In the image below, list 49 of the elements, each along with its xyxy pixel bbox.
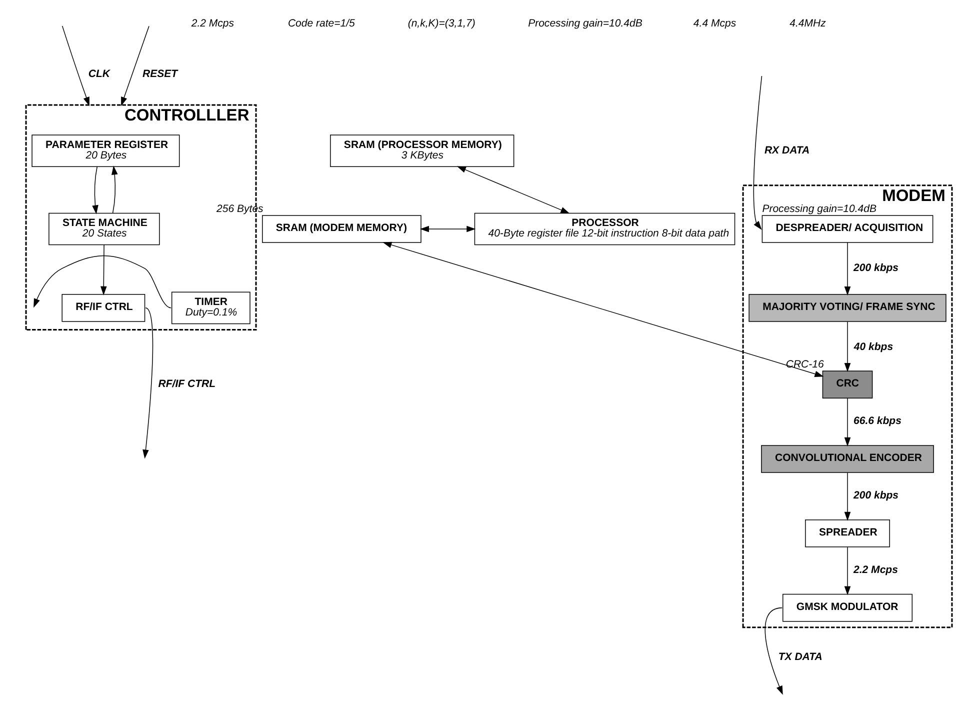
label: 4.4 Mcps	[693, 18, 736, 30]
arrow	[420, 226, 476, 232]
arrow	[121, 26, 150, 106]
edge-label: CLK	[88, 68, 110, 80]
arrow	[844, 321, 851, 372]
arrow	[142, 308, 154, 459]
node-box: CONVOLUTIONAL ENCODER	[761, 445, 934, 473]
node-box: STATE MACHINE 20 States	[48, 212, 160, 246]
node-box: SRAM (PROCESSOR MEMORY) 3 KBytes	[330, 134, 514, 167]
edge-label: 66.6 kbps	[854, 415, 902, 428]
node-label: 256 Bytes	[216, 202, 264, 215]
node-label: CRC-16	[786, 358, 824, 370]
edge-label: 2.2 Mcps	[854, 564, 898, 576]
label: 2.2 Mcps	[191, 18, 234, 30]
edge-label: RESET	[142, 68, 178, 80]
arrow	[92, 166, 98, 214]
arrow	[844, 546, 851, 596]
arrow	[844, 398, 851, 446]
node-box: SPREADER	[805, 520, 890, 548]
arrow	[112, 166, 118, 214]
node-box: PARAMETER REGISTER 20 Bytes	[32, 134, 180, 167]
label: Processing gain=10.4dB	[528, 18, 642, 30]
arrow	[382, 242, 824, 377]
node-box: PROCESSOR 40-Byte register file 12-bit instruction 8-bit data path	[474, 212, 736, 246]
edge-label: TX DATA	[778, 651, 822, 664]
label: (n,k,K)=(3,1,7)	[408, 18, 476, 30]
edge-label: 200 kbps	[854, 490, 899, 502]
node-label: Processing gain=10.4dB	[762, 202, 876, 215]
arrow	[34, 255, 172, 308]
node-box: MAJORITY VOTING/ FRAME SYNC	[748, 294, 946, 322]
edge-label: RX DATA	[764, 144, 810, 156]
edge-label: 200 kbps	[854, 262, 899, 274]
node-box: GMSK MODULATOR	[782, 594, 913, 622]
node-box: DESPREADER/ ACQUISITION	[762, 215, 934, 243]
node-box: TIMER Duty=0.1%	[171, 292, 250, 324]
node-box: RF/IF CTRL	[62, 294, 146, 322]
edge-label: 40 kbps	[854, 340, 894, 353]
arrow	[844, 472, 851, 521]
edge-label: RF/IF CTRL	[158, 378, 216, 390]
label: 4.4MHz	[790, 18, 826, 30]
node-box: CRC	[822, 370, 873, 398]
arrow	[764, 607, 783, 695]
arrow	[844, 242, 851, 296]
arrow	[753, 76, 762, 230]
arrow	[456, 166, 570, 214]
arrow	[100, 244, 107, 296]
arrow	[62, 26, 90, 106]
node-box: SRAM (MODEM MEMORY)	[262, 215, 422, 243]
label: Code rate=1/5	[288, 18, 355, 30]
